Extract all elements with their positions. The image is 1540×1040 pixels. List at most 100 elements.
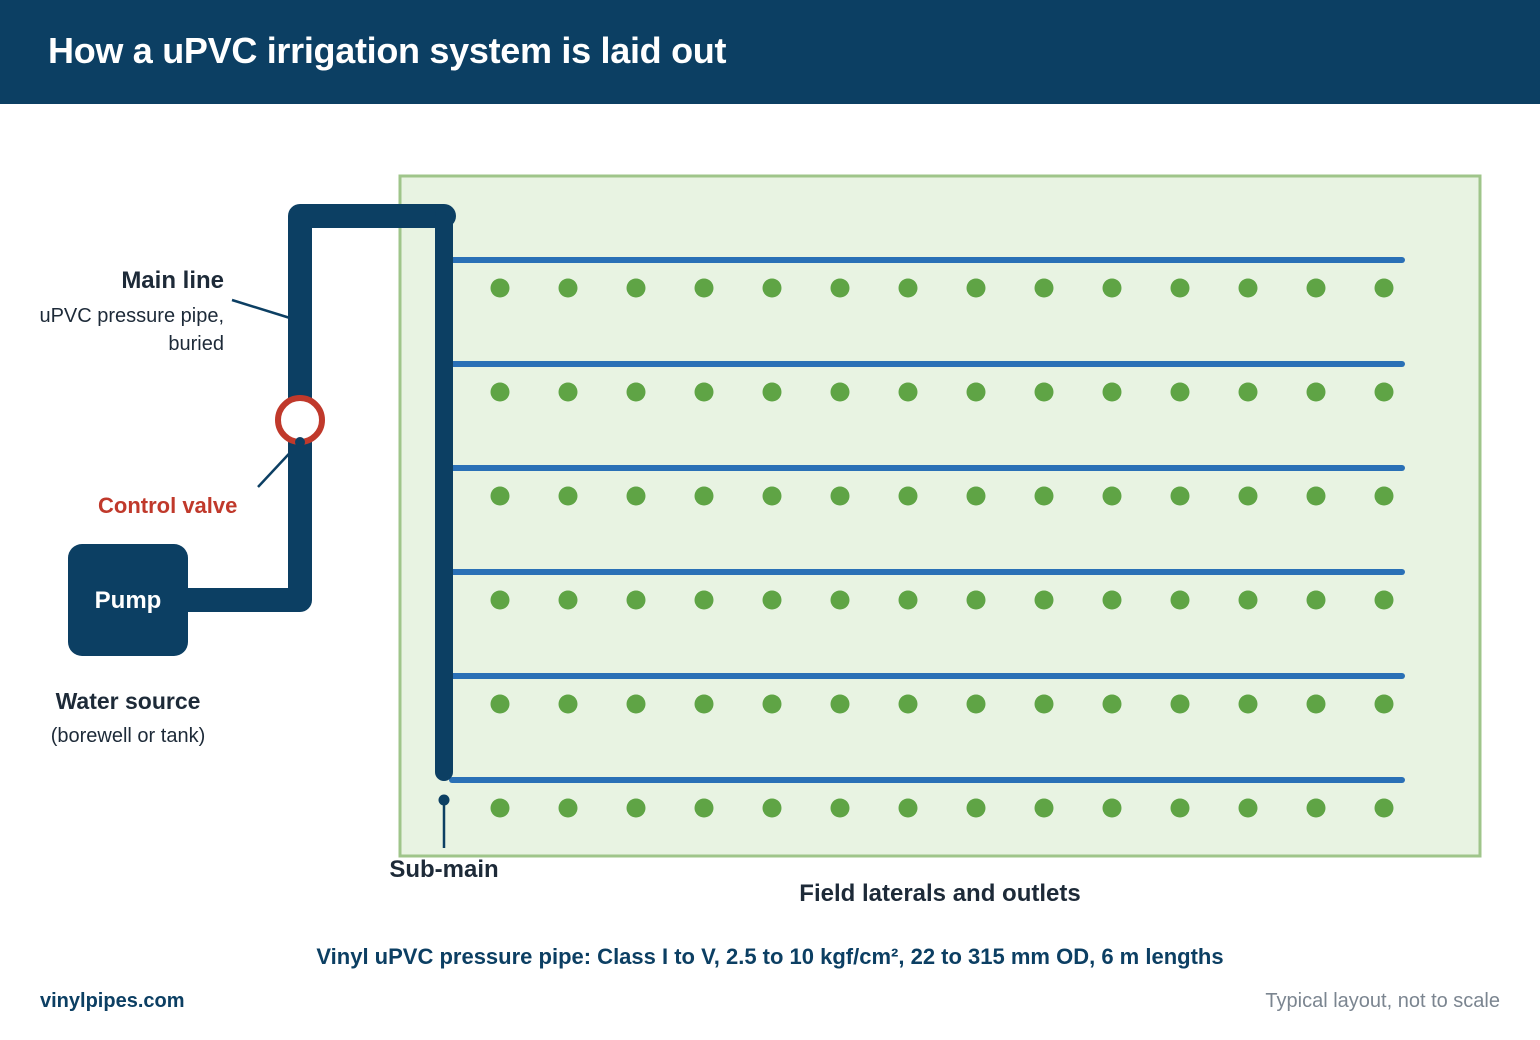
outlet-dot [694, 590, 714, 610]
outlet-dot [1102, 278, 1122, 298]
outlet-dot [1374, 694, 1394, 714]
outlet-dot [966, 382, 986, 402]
outlet-dot [1034, 278, 1054, 298]
outlet-dot [1374, 278, 1394, 298]
water-source-description: (borewell or tank) [50, 725, 206, 747]
outlet-dot [830, 798, 850, 818]
outlet-dot [898, 694, 918, 714]
outlet-dot [694, 798, 714, 818]
main-line-description-1: uPVC pressure pipe, [39, 305, 224, 327]
outlet-dot [694, 694, 714, 714]
scale-note: Typical layout, not to scale [1265, 990, 1500, 1012]
outlet-dot [1306, 694, 1326, 714]
outlet-dot [898, 278, 918, 298]
outlet-dot [1374, 382, 1394, 402]
outlet-dot [1034, 694, 1054, 714]
outlet-dot [1306, 486, 1326, 506]
outlet-dot [762, 590, 782, 610]
outlet-dot [830, 486, 850, 506]
outlet-dot [694, 382, 714, 402]
outlet-dot [966, 590, 986, 610]
outlet-dot [762, 382, 782, 402]
outlet-dot [1034, 486, 1054, 506]
pump-label: Pump [94, 587, 162, 614]
outlet-dot [558, 278, 578, 298]
page-title: How a uPVC irrigation system is laid out [48, 30, 727, 71]
outlet-dot [1374, 590, 1394, 610]
outlet-dot [1238, 278, 1258, 298]
outlet-dot [762, 798, 782, 818]
outlet-dot [490, 694, 510, 714]
outlet-dot [694, 486, 714, 506]
outlet-dot [762, 278, 782, 298]
control-valve-leader-dot [295, 437, 305, 447]
outlet-dot [490, 278, 510, 298]
main-line-leader [231, 298, 291, 320]
outlet-dot [1374, 798, 1394, 818]
pump-icon [68, 544, 188, 656]
outlet-dot [626, 694, 646, 714]
control-valve-leader [257, 441, 301, 488]
outlet-dot [1034, 590, 1054, 610]
outlet-dot [694, 278, 714, 298]
outlet-dot [1374, 486, 1394, 506]
outlet-dot [626, 382, 646, 402]
outlet-dot [1034, 798, 1054, 818]
outlet-dot [1238, 486, 1258, 506]
water-source-label: Water source [55, 688, 201, 714]
outlet-dot [1306, 382, 1326, 402]
outlet-dot [626, 486, 646, 506]
outlet-dot [1306, 798, 1326, 818]
outlet-dot [966, 798, 986, 818]
outlet-dot [1238, 590, 1258, 610]
pipe-spec-note: Vinyl uPVC pressure pipe: Class I to V, … [316, 944, 1224, 969]
control-valve-label: Control valve [98, 493, 238, 518]
outlet-dot [490, 798, 510, 818]
outlet-dot [558, 694, 578, 714]
site-link[interactable]: vinylpipes.com [40, 990, 185, 1012]
outlet-dot [898, 798, 918, 818]
header-bar: How a uPVC irrigation system is laid out [0, 0, 1540, 104]
outlet-dot [898, 486, 918, 506]
outlet-dot [1034, 382, 1054, 402]
outlet-dot [1238, 694, 1258, 714]
outlet-dot [490, 382, 510, 402]
outlet-dot [626, 590, 646, 610]
outlet-dot [1306, 590, 1326, 610]
outlet-dot [762, 694, 782, 714]
outlet-dot [558, 798, 578, 818]
outlet-dot [830, 590, 850, 610]
outlet-dot [1102, 382, 1122, 402]
main-line-label: Main line [121, 267, 224, 294]
outlet-dot [1170, 590, 1190, 610]
outlet-dot [1170, 382, 1190, 402]
outlet-dot [490, 590, 510, 610]
outlet-dot [1102, 798, 1122, 818]
outlet-dot [830, 278, 850, 298]
outlet-dot [1170, 798, 1190, 818]
control-valve-icon [275, 395, 325, 445]
outlet-dot [966, 694, 986, 714]
outlet-dot [558, 382, 578, 402]
outlet-dot [1238, 798, 1258, 818]
outlet-dot [762, 486, 782, 506]
outlet-dot [1306, 278, 1326, 298]
outlet-dot [1170, 486, 1190, 506]
field-label: Field laterals and outlets [799, 880, 1081, 907]
main-line-description-2: buried [168, 333, 224, 355]
field-area [398, 174, 1482, 858]
outlet-dot [1170, 694, 1190, 714]
outlet-dot [966, 278, 986, 298]
outlet-dot [830, 694, 850, 714]
sub-main-leader-dot [438, 794, 450, 806]
outlet-dot [1170, 278, 1190, 298]
outlet-dot [558, 590, 578, 610]
outlet-dot [1102, 486, 1122, 506]
outlet-dot [558, 486, 578, 506]
sub-main-label: Sub-main [389, 856, 499, 883]
outlet-dot [966, 486, 986, 506]
outlet-dot [1102, 694, 1122, 714]
laterals-group [449, 257, 1405, 818]
outlet-dot [1238, 382, 1258, 402]
